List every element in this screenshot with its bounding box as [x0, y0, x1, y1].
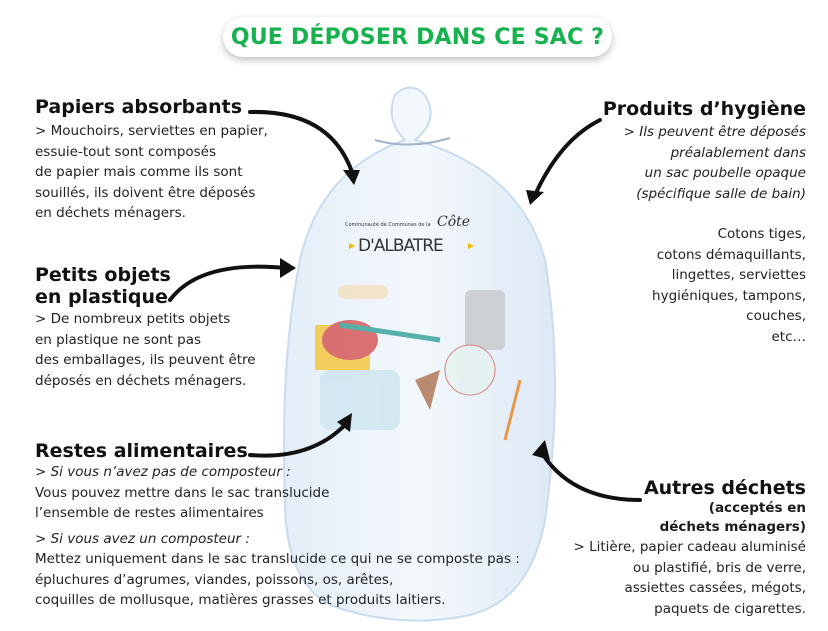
arrow-papiers — [248, 109, 354, 174]
text-line: cotons démaquillants, — [656, 246, 806, 263]
title-banner: QUE DÉPOSER DANS CE SAC ? — [223, 17, 612, 57]
text-line: Cotons tiges, — [717, 226, 806, 242]
text-line: > Ils peuvent être déposés — [623, 124, 806, 140]
text-line: > Litière, papier cadeau aluminisé — [573, 539, 807, 555]
arrow-hygiene — [533, 118, 602, 197]
straw-icon — [503, 379, 522, 441]
bag-tie — [374, 137, 451, 146]
heading-plastique-2: en plastique — [35, 286, 168, 308]
section-papiers: Papiers absorbants > Mouchoirs, serviett… — [35, 96, 295, 224]
heading-restes: Restes alimentaires — [35, 440, 248, 462]
bag-contents — [315, 285, 522, 441]
text-line: essuie-tout sont composés — [35, 143, 217, 160]
page-title: QUE DÉPOSER DANS CE SAC ? — [230, 24, 605, 50]
logo-line2: Côte — [437, 214, 471, 230]
arrow-restes — [248, 423, 347, 458]
bone-icon — [338, 285, 388, 299]
text-intro: > Si vous avez un composteur : — [35, 530, 250, 547]
text-line: coquilles de mollusque, matières grasses… — [35, 592, 446, 608]
logo — [349, 243, 474, 249]
arrow-autres — [538, 448, 642, 502]
toothbrush-icon — [339, 322, 441, 343]
text-line: de papier mais comme ils sont — [35, 164, 243, 180]
text-line: Mettez uniquement dans le sac translucid… — [35, 551, 520, 567]
diaper-icon — [320, 370, 400, 430]
section-restes: Restes alimentaires > Si vous n’avez pas… — [35, 440, 535, 611]
section-hygiene: Produits d’hygiène > Ils peuvent être dé… — [546, 98, 806, 347]
text-line: paquets de cigarettes. — [654, 600, 806, 617]
heading-autres: Autres déchets — [643, 477, 806, 499]
bottle-icon — [465, 290, 505, 350]
text-line: > De nombreux petits objets — [35, 311, 231, 327]
text-line: Vous pouvez mettre dans le sac transluci… — [35, 484, 330, 501]
logo-line1: Communauté de Communes de la — [345, 222, 431, 228]
text-line: souillés, ils doivent être déposés — [35, 184, 256, 201]
text-line: des emballages, ils peuvent être — [35, 352, 256, 368]
bag-body — [283, 86, 556, 622]
text-line: etc… — [771, 328, 806, 345]
arrow-plastique — [168, 264, 287, 302]
text-line: assiettes cassées, mégots, — [624, 580, 806, 596]
section-plastique: Petits objets en plastique > De nombreux… — [35, 264, 295, 391]
logo-line3: D'ALBATRE — [358, 236, 444, 256]
text-line: épluchures d’agrumes, viandes, poissons,… — [35, 571, 394, 588]
text-line: en plastique ne sont pas — [35, 331, 202, 348]
heading-plastique-1: Petits objets — [35, 264, 171, 286]
section-autres: Autres déchets (acceptés en déchets ména… — [506, 477, 807, 619]
text-line: l’ensemble de restes alimentaires — [35, 505, 264, 521]
subheading-autres-1: (acceptés en — [708, 500, 806, 516]
text-line: hygiéniques, tampons, — [652, 287, 806, 304]
text-line: en déchets ménagers. — [35, 205, 186, 221]
text-line: préalablement dans — [670, 144, 806, 161]
shard-icon — [415, 370, 440, 410]
cup-icon — [444, 344, 496, 396]
text-line: couches, — [746, 308, 806, 324]
text-line: > Mouchoirs, serviettes en papier, — [35, 123, 268, 139]
text-line: lingettes, serviettes — [671, 267, 806, 283]
subheading-autres-2: déchets ménagers) — [659, 519, 806, 535]
text-line: (spécifique salle de bain) — [636, 185, 806, 202]
heading-hygiene: Produits d’hygiène — [602, 98, 806, 120]
text-intro: > Si vous n’avez pas de composteur : — [35, 464, 291, 480]
text-line: ou plastifié, bris de verre, — [633, 559, 806, 576]
heading-papiers: Papiers absorbants — [35, 96, 243, 118]
text-line: un sac poubelle opaque — [644, 165, 806, 181]
text-line: déposés en déchets ménagers. — [35, 372, 247, 389]
